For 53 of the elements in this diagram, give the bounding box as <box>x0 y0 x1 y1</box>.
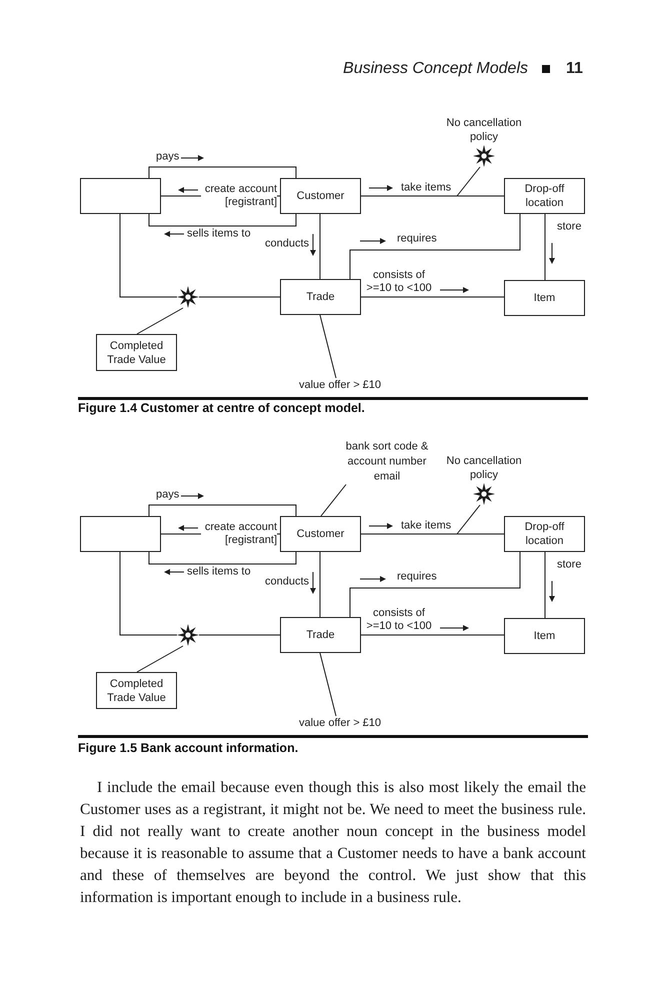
leader-line <box>136 646 184 672</box>
edge-label: requires <box>397 232 437 246</box>
star-symbol <box>473 145 495 167</box>
concept-box: Item <box>504 618 585 654</box>
connector-line <box>360 296 504 298</box>
connector-line <box>148 214 296 226</box>
connector-line <box>148 166 296 178</box>
star-symbol <box>473 483 495 505</box>
connector-line <box>198 634 280 636</box>
annotation-text: value offer > £10 <box>298 716 382 730</box>
concept-box: Completed Trade Value <box>96 334 177 371</box>
star-symbol <box>177 624 199 646</box>
concept-box: Trade <box>280 617 361 653</box>
annotation-text: bank sort code & account number email <box>341 440 433 484</box>
edge-label: create account [registrant] <box>201 183 277 209</box>
figure-caption: Figure 1.5 Bank account information. <box>78 741 298 755</box>
concept-box: Customer <box>280 516 361 552</box>
body-paragraph: I include the email because even though this is also most likely the email the Customer uses as a registrant, it might not be. We need to meet the business rule. I did not really want to create another noun concept in the business model because it is reasonable to assume that a Customer needs to have a bank account and these of themselves are beyond the control. We just show that this information is important enough to include in a business rule. <box>80 778 586 908</box>
page-number: 11 <box>566 60 583 78</box>
concept-box: Drop-off location <box>504 178 585 214</box>
connector-line <box>120 552 178 636</box>
figure-caption: Figure 1.4 Customer at centre of concept model. <box>78 401 365 415</box>
star-symbol <box>177 286 199 308</box>
annotation-text: value offer > £10 <box>298 378 382 392</box>
leader-line <box>456 504 480 534</box>
connector-line <box>350 214 520 280</box>
leader-line <box>136 308 184 334</box>
concept-box: Trade <box>280 279 361 315</box>
concept-box <box>80 516 161 552</box>
concept-box: Customer <box>280 178 361 214</box>
connector-line <box>350 552 520 618</box>
connector-line <box>360 634 504 636</box>
concept-box <box>80 178 161 214</box>
leader-line <box>320 314 336 378</box>
concept-box: Drop-off location <box>504 516 585 552</box>
leader-line <box>320 484 346 516</box>
concept-box: Completed Trade Value <box>96 672 177 709</box>
connector-line <box>544 552 546 618</box>
edge-label: pays <box>156 150 180 164</box>
concept-box: Item <box>504 280 585 316</box>
note-text: No cancellation policy <box>445 454 523 482</box>
edge-label: create account [registrant] <box>201 521 277 547</box>
note-text: No cancellation policy <box>445 116 523 144</box>
edge-label: pays <box>156 488 180 502</box>
connector-line <box>544 214 546 280</box>
connector-line <box>198 296 280 298</box>
leader-line <box>456 166 480 196</box>
connector-line <box>120 214 178 298</box>
connector-line <box>148 552 296 564</box>
connector-line <box>148 504 296 516</box>
leader-line <box>320 652 336 716</box>
edge-label: requires <box>397 570 437 584</box>
running-header: Business Concept Models <box>343 60 528 78</box>
